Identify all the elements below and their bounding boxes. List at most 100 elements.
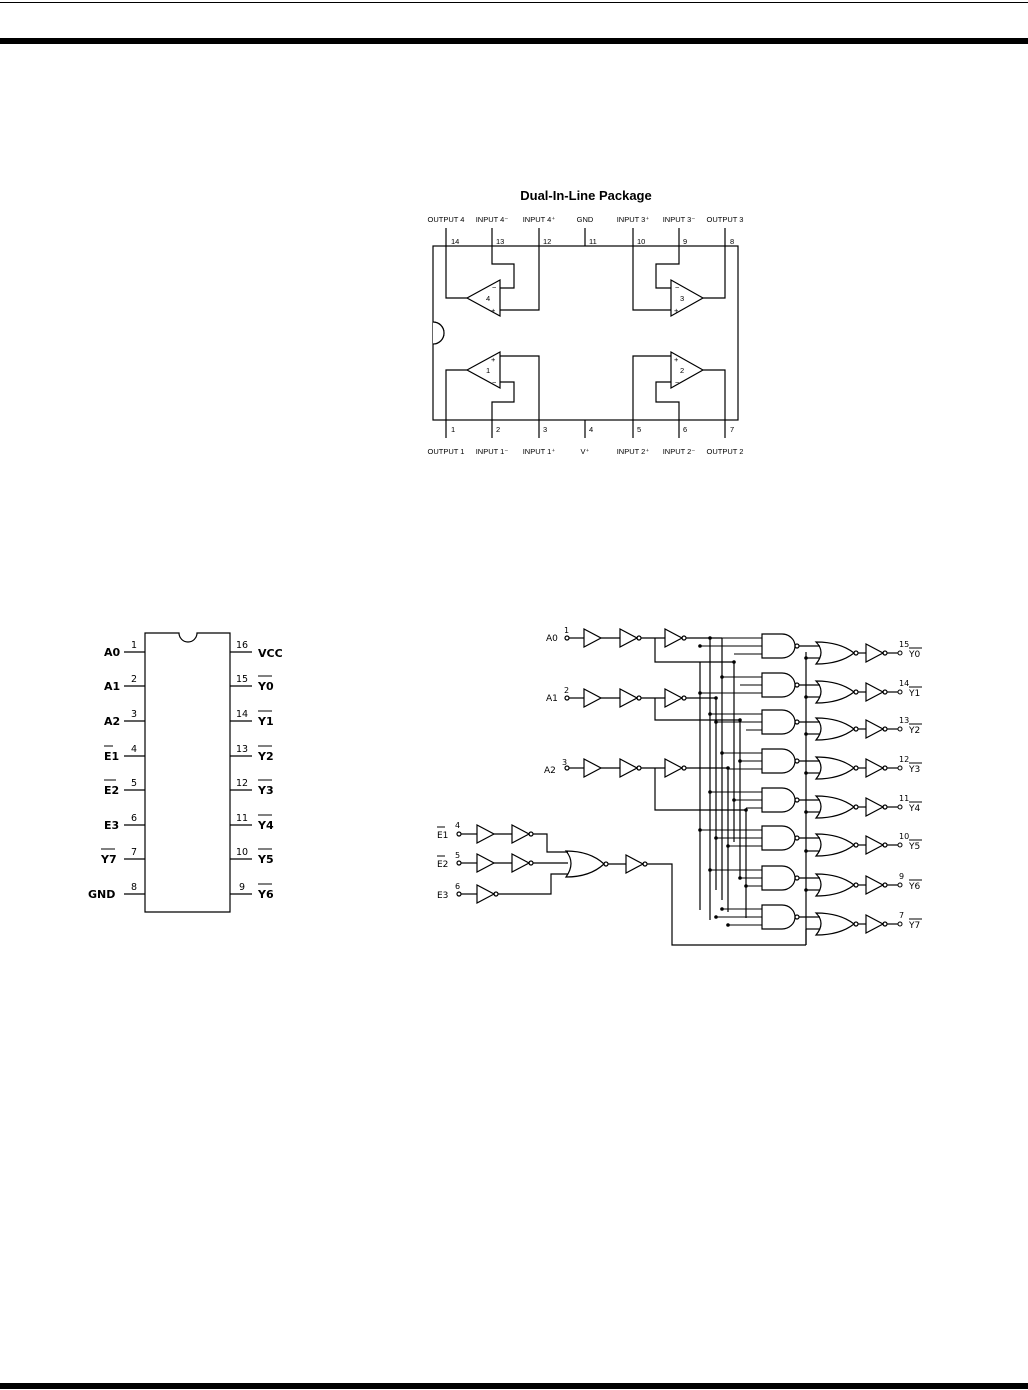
- logic-input-label-a0: A0: [546, 634, 558, 644]
- dip-top-label-8: OUTPUT 3: [707, 215, 744, 224]
- decoder-pin-label-vcc: VCC: [258, 647, 283, 660]
- enable-logic: [456, 652, 807, 946]
- dip-top-label-14: OUTPUT 4: [428, 215, 465, 224]
- decoder-pin-num-12: 12: [236, 778, 248, 789]
- dip-package-title: Dual-In-Line Package: [520, 188, 651, 203]
- decoder-pin-num-3: 3: [131, 709, 137, 720]
- logic-output-num-12: 12: [899, 755, 909, 764]
- svg-text:2: 2: [680, 366, 684, 375]
- svg-text:−: −: [492, 283, 497, 292]
- dip-pin-num-9: 9: [683, 237, 687, 246]
- decoder-pin-label-y7: Y7: [100, 853, 117, 866]
- dip-bottom-label-4: V⁺: [581, 447, 590, 456]
- dip-pin-num-2: 2: [496, 425, 500, 434]
- dip-bottom-label-5: INPUT 2⁺: [617, 447, 650, 456]
- decoder-pin-num-10: 10: [236, 847, 248, 858]
- dip-pin-num-6: 6: [683, 425, 687, 434]
- dip-top-label-13: INPUT 4⁻: [476, 215, 509, 224]
- nand-gates: [761, 633, 800, 930]
- dip-top-label-9: INPUT 3⁻: [663, 215, 696, 224]
- logic-input-num-1: 1: [564, 626, 569, 635]
- logic-input-label-e1: E1: [437, 831, 448, 841]
- dip-bottom-label-6: INPUT 2⁻: [663, 447, 696, 456]
- decoder-pin-num-4: 4: [131, 744, 137, 755]
- decoder-pin-num-11: 11: [236, 813, 248, 824]
- decoder-pin-num-9: 9: [239, 882, 245, 893]
- decoder-pin-label-y5: Y5: [257, 853, 274, 866]
- logic-output-num-13: 13: [899, 716, 909, 725]
- dip-package-body: [432, 245, 739, 421]
- output-stages: [799, 641, 898, 945]
- decoder-pin-label-y2: Y2: [257, 750, 274, 763]
- svg-text:+: +: [674, 306, 679, 315]
- address-buffers: [564, 628, 746, 811]
- logic-input-num-3: 3: [562, 758, 567, 767]
- logic-input-num-6: 6: [455, 882, 460, 891]
- decoder-pin-num-6: 6: [131, 813, 137, 824]
- decoder-pin-num-7: 7: [131, 847, 137, 858]
- opamp-4: 4 − +: [445, 246, 540, 318]
- logic-output-label-y4: Y4: [908, 804, 920, 814]
- junction-dots: [698, 636, 808, 927]
- bottom-thick-rule: [0, 1383, 1028, 1389]
- logic-output-label-y5: Y5: [908, 842, 920, 852]
- logic-input-label-a2: A2: [544, 766, 556, 776]
- logic-input-label-a1: A1: [546, 694, 558, 704]
- logic-output-label-y1: Y1: [908, 689, 920, 699]
- svg-text:3: 3: [680, 294, 684, 303]
- nand-input-wires: [700, 637, 762, 926]
- dip-pin-num-11: 11: [589, 237, 597, 246]
- decoder-pin-label-y0: Y0: [257, 680, 274, 693]
- decoder-pin-label-y1: Y1: [257, 715, 274, 728]
- logic-output-num-14: 14: [899, 679, 909, 688]
- dip-pin-num-10: 10: [637, 237, 645, 246]
- decoder-pin-num-5: 5: [131, 778, 137, 789]
- svg-text:+: +: [674, 355, 679, 364]
- decoder-pin-label-a1: A1: [104, 680, 120, 693]
- svg-text:+: +: [491, 355, 496, 364]
- logic-input-label-e2: E2: [437, 860, 448, 870]
- decoder-pin-label-a2: A2: [104, 715, 120, 728]
- logic-output-label-y0: Y0: [908, 650, 920, 660]
- svg-text:−: −: [492, 378, 497, 387]
- dip-bottom-label-7: OUTPUT 2: [707, 447, 744, 456]
- decoder-pin-num-14: 14: [236, 709, 248, 720]
- svg-text:−: −: [675, 378, 680, 387]
- decoder-pin-label-y3: Y3: [257, 784, 274, 797]
- decoder-pin-label-e3: E3: [104, 819, 119, 832]
- logic-output-num-10: 10: [899, 832, 909, 841]
- decoder-pin-label-y4: Y4: [257, 819, 274, 832]
- dip-top-label-11: GND: [577, 215, 594, 224]
- decoder-pin-label-gnd: GND: [88, 888, 115, 901]
- decoder-pin-num-13: 13: [236, 744, 248, 755]
- logic-input-num-2: 2: [564, 686, 569, 695]
- decoder-pin-label-e1: E1: [104, 750, 119, 763]
- decoder-pin-label-a0: A0: [104, 646, 121, 659]
- dip-pin-num-5: 5: [637, 425, 641, 434]
- decoder-pin-label-y6: Y6: [257, 888, 274, 901]
- address-bus: [699, 638, 747, 920]
- decoder-ic-body: [144, 632, 231, 913]
- dip-pin-num-13: 13: [496, 237, 504, 246]
- logic-output-label-y7: Y7: [908, 921, 920, 931]
- logic-output-label-y2: Y2: [908, 726, 920, 736]
- top-thick-rule: [0, 38, 1028, 44]
- dip-top-label-10: INPUT 3⁺: [617, 215, 650, 224]
- logic-output-num-15: 15: [899, 640, 909, 649]
- svg-text:+: +: [491, 306, 496, 315]
- dip-pin-num-12: 12: [543, 237, 551, 246]
- top-thin-rule: [0, 2, 1028, 3]
- decoder-pinout-diagram: A0 A1 A2 E1 E2 E3 Y7 GND 1 2 3 4 5 6 7 8: [88, 632, 283, 913]
- dip-pin-num-4: 4: [589, 425, 593, 434]
- opamp-3: 3 − +: [632, 246, 726, 318]
- dip-bottom-label-1: OUTPUT 1: [428, 447, 465, 456]
- logic-input-num-4: 4: [455, 821, 460, 830]
- svg-text:−: −: [675, 283, 680, 292]
- decoder-logic-diagram: A0 1 A1 2 A2 3: [437, 626, 922, 946]
- dip-bottom-label-2: INPUT 1⁻: [476, 447, 509, 456]
- dip-pin-num-1: 1: [451, 425, 455, 434]
- logic-input-label-e3: E3: [437, 891, 448, 901]
- dip-package-diagram: Dual-In-Line Package OUTPUT 4 INPUT 4⁻ I…: [428, 188, 744, 456]
- opamp-1: 1 + −: [445, 350, 540, 420]
